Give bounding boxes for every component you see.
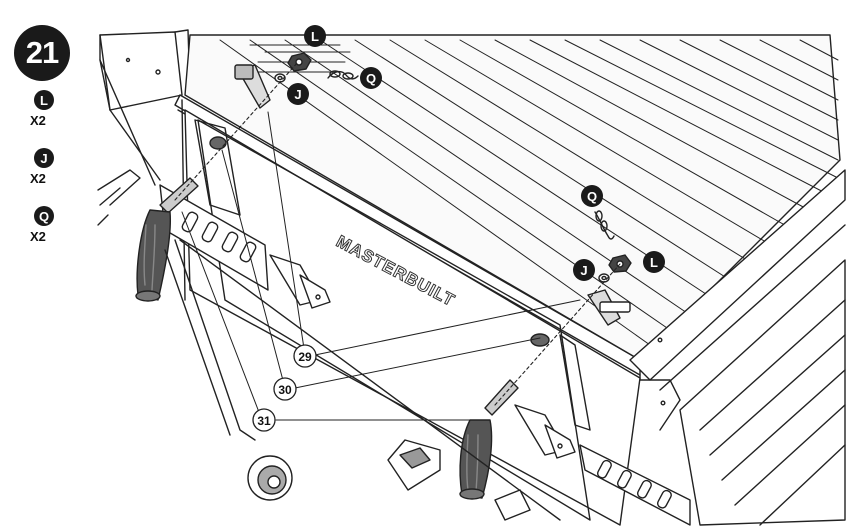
caster-wheel [247,455,293,501]
callout-j-upper: J [287,83,309,105]
callout-j-lower-letter: J [580,263,587,278]
legend-item-j: J X2 [26,148,60,206]
lower-bracket [387,439,531,521]
legend-item-q: Q X2 [26,206,60,264]
callout-q-lower: Q [581,185,603,207]
handle-bracket-lower [587,289,631,326]
part-l-letter: L [34,90,54,110]
part-q-quantity: X2 [30,229,46,244]
part-q-letter: Q [34,206,54,226]
clip-q-upper [327,70,359,80]
reference-31: 31 [252,408,276,432]
reference-31-label: 31 [257,414,271,428]
door-openings [194,119,591,431]
part-j-quantity: X2 [30,171,46,186]
clip-q-lower [594,210,615,240]
parts-legend: L X2 J X2 Q X2 [26,90,60,264]
reference-30: 30 [273,377,297,401]
step-number-badge: 21 [14,25,70,81]
part-j-letter: J [34,148,54,168]
handle-right [459,379,519,500]
right-lid-panel [629,169,846,526]
callout-l-lower: L [643,251,665,273]
cooking-grates [184,34,841,361]
reference-30-label: 30 [278,383,292,397]
callout-l-upper: L [304,25,326,47]
reference-leader-lines [181,111,581,421]
part-l-quantity: X2 [30,113,46,128]
reference-29: 29 [293,344,317,368]
left-side-panel [99,29,191,186]
vent-strip [159,184,691,526]
callout-q-lower-letter: Q [587,189,597,204]
callout-q-upper: Q [360,67,382,89]
callout-j-lower: J [573,259,595,281]
nut-l-upper [287,52,312,72]
assembly-guide-lines [174,61,621,406]
door-latch-lower [514,404,576,459]
reference-29-label: 29 [298,350,312,364]
callout-l-upper-letter: L [311,29,319,44]
cart-leg [164,239,561,521]
callout-q-upper-letter: Q [366,71,376,86]
door-latch-upper [269,254,331,309]
callout-l-lower-letter: L [650,255,658,270]
handle-bracket-upper [234,64,271,109]
side-shelf-left [97,169,141,226]
legend-item-l: L X2 [26,90,60,148]
callout-j-upper-letter: J [294,87,301,102]
